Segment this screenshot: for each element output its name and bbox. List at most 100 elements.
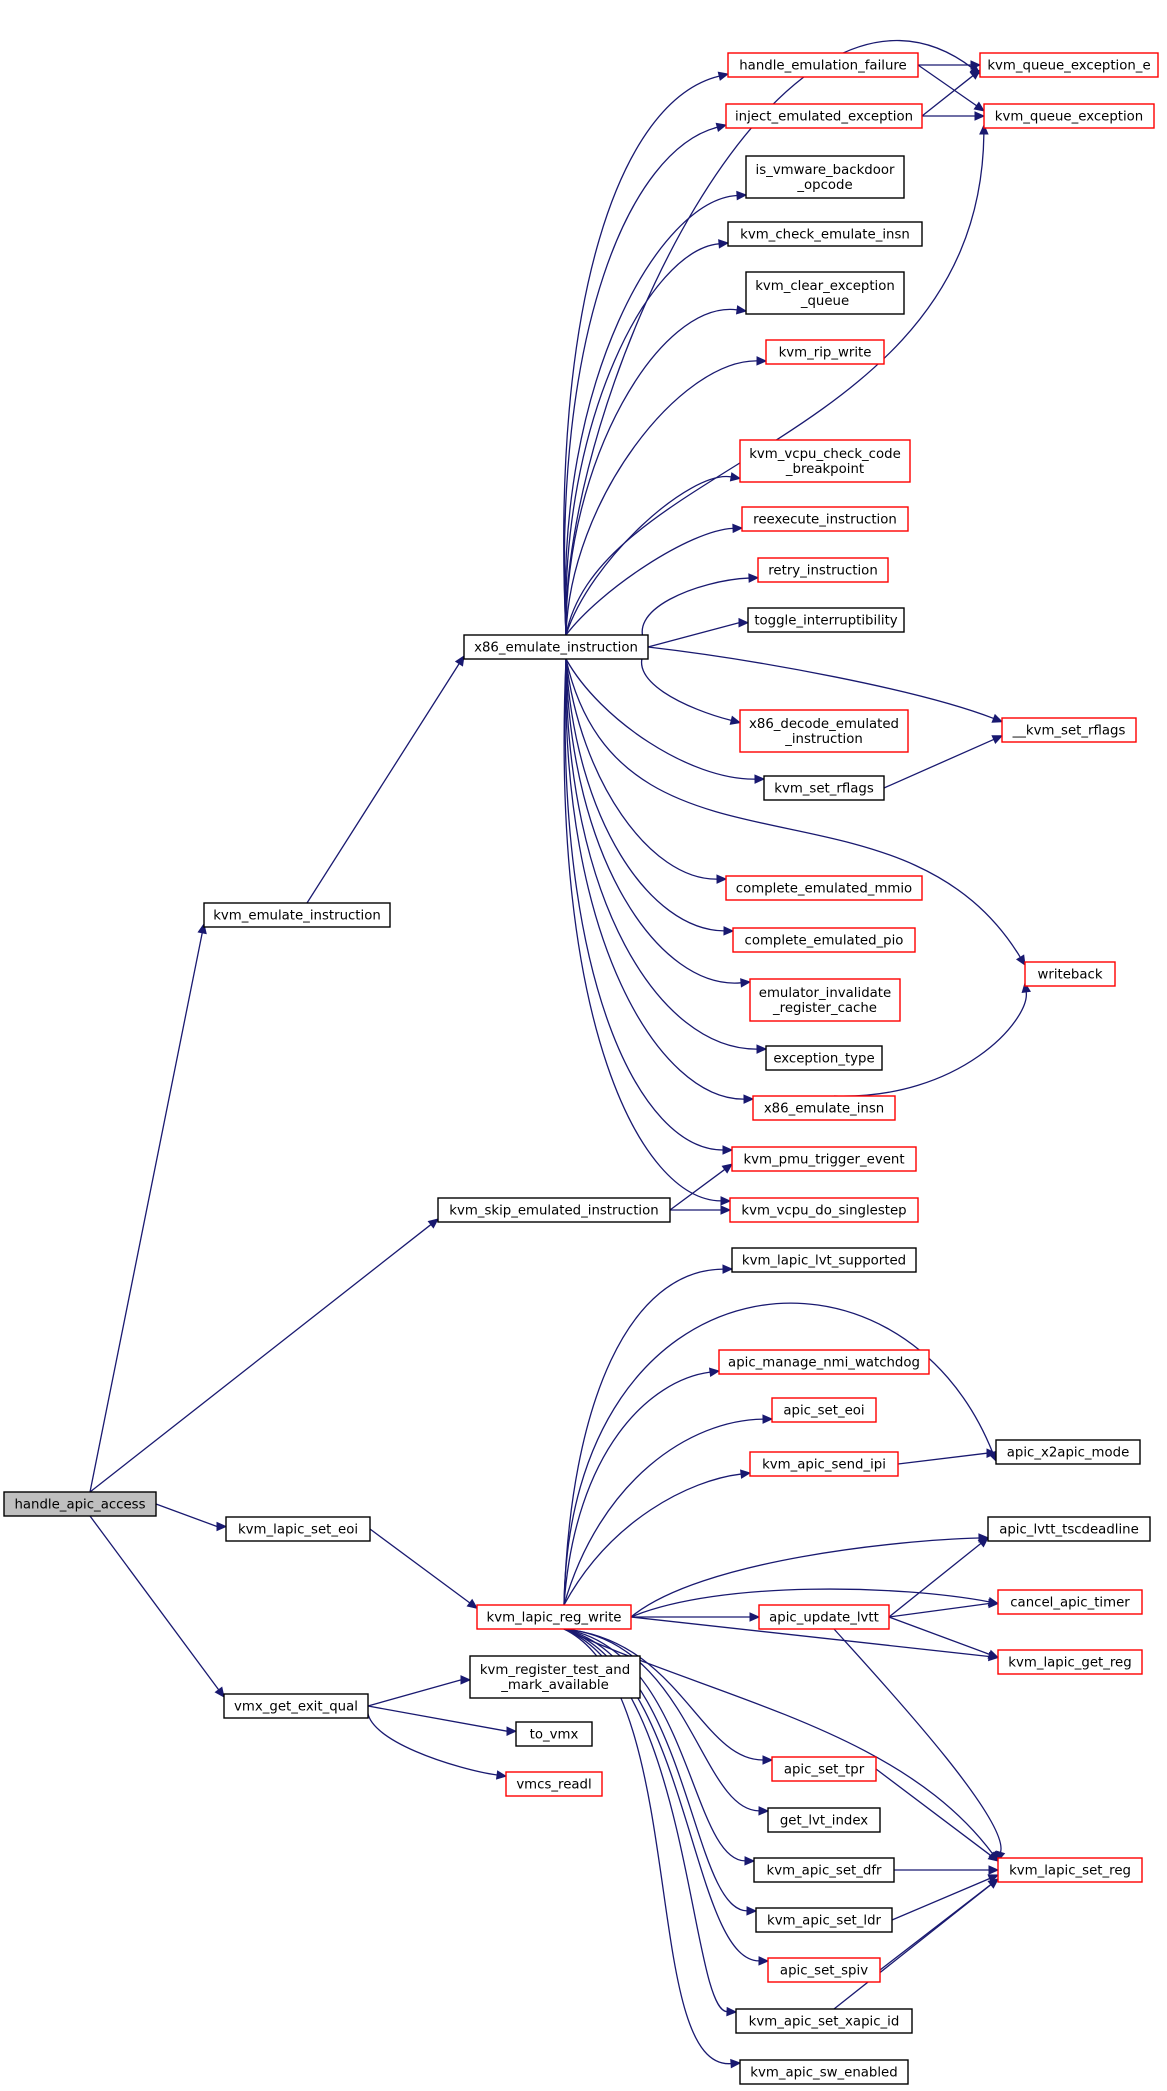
node-apic-set-spiv[interactable]: apic_set_spiv: [767, 1957, 881, 1983]
arrowhead-icon: [721, 1163, 733, 1174]
arrowhead-icon: [722, 1145, 734, 1155]
node-box: [739, 439, 911, 483]
node-retry-instruction[interactable]: retry_instruction: [757, 557, 889, 583]
node-kvm-vcpu-do-singlestep[interactable]: kvm_vcpu_do_singlestep: [729, 1197, 919, 1223]
node-label: kvm_lapic_set_eoi: [238, 1523, 358, 1538]
node-label: apic_x2apic_mode: [1007, 1446, 1130, 1461]
node-apic-update-lvtt[interactable]: apic_update_lvtt: [758, 1604, 890, 1630]
node-kvm-pmu-trigger-event[interactable]: kvm_pmu_trigger_event: [731, 1146, 917, 1172]
edge-x86ei-to-eirc: [565, 658, 752, 988]
arrowhead-icon: [986, 1448, 998, 1458]
node-kvm-register-test-and-mark-available: kvm_register_test_and_mark_available: [469, 1655, 641, 1699]
node-apic-set-eoi[interactable]: apic_set_eoi: [771, 1397, 877, 1423]
node-box: [757, 557, 889, 583]
edge-line: [630, 1616, 990, 1658]
node-box: [1024, 961, 1116, 987]
edge-line: [565, 658, 758, 1050]
node-box: [771, 1397, 877, 1423]
edge-x86ei-to-kqe: [565, 123, 989, 636]
node-apic-set-tpr[interactable]: apic_set_tpr: [771, 1756, 877, 1782]
edge-klrw-to-gli: [563, 1628, 770, 1816]
node-kvm-lapic-reg-write[interactable]: kvm_lapic_reg_write: [476, 1604, 632, 1630]
node-kvm-lapic-lvt-supported: kvm_lapic_lvt_supported: [731, 1247, 917, 1273]
edge-vgeq-to-krtma: [367, 1675, 472, 1707]
node-cancel-apic-timer[interactable]: cancel_apic_timer: [997, 1589, 1143, 1615]
node-handle-emulation-failure[interactable]: handle_emulation_failure: [727, 52, 919, 78]
node-writeback[interactable]: writeback: [1024, 961, 1116, 987]
node-label: x86_decode_emulated: [749, 717, 899, 732]
node-box: [771, 1756, 877, 1782]
edge-ast-to-klsr: [875, 1768, 999, 1862]
edge-kise-to-klrw: [369, 1528, 478, 1609]
node-box: [758, 1604, 890, 1630]
node-box: [1001, 717, 1137, 743]
node-toggle-interruptibility: toggle_interruptibility: [747, 607, 905, 633]
edge-line: [563, 1628, 760, 1812]
arrowhead-icon: [460, 1675, 472, 1685]
node-kvm-set-rflags[interactable]: __kvm_set_rflags: [1001, 717, 1137, 743]
arrowhead-icon: [214, 1686, 225, 1698]
node-emulator-invalidate-register-cache[interactable]: emulator_invalidate_register_cache: [749, 978, 901, 1022]
node-label: apic_set_tpr: [784, 1763, 865, 1778]
node-kvm-lapic-get-reg[interactable]: kvm_lapic_get_reg: [997, 1649, 1143, 1675]
node-box: [203, 902, 391, 928]
arrowhead-icon: [977, 1537, 989, 1548]
arrowhead-icon: [987, 1649, 1000, 1659]
node-box: [741, 506, 909, 532]
node-x86-emulate-insn[interactable]: x86_emulate_insn: [752, 1095, 896, 1121]
node-box: [731, 1146, 917, 1172]
arrowhead-icon: [762, 1755, 774, 1765]
node-kvm-queue-exception-e[interactable]: kvm_queue_exception_e: [979, 52, 1159, 78]
node-kvm-queue-exception[interactable]: kvm_queue_exception: [983, 103, 1155, 129]
node-label: get_lvt_index: [780, 1814, 868, 1829]
edge-line: [89, 932, 203, 1493]
node-vmx-get-exit-qual: vmx_get_exit_qual: [223, 1693, 369, 1719]
arrowhead-icon: [979, 123, 989, 135]
edge-aul-to-cat: [888, 1598, 1000, 1618]
node-label: kvm_rip_write: [779, 346, 872, 361]
node-kvm-lapic-set-reg[interactable]: kvm_lapic_set_reg: [997, 1857, 1143, 1883]
node-reexecute-instruction[interactable]: reexecute_instruction: [741, 506, 909, 532]
node-box: [987, 1516, 1151, 1542]
edge-line: [565, 527, 734, 636]
edge-line: [89, 1224, 432, 1493]
node-vmcs-readl[interactable]: vmcs_readl: [505, 1771, 603, 1797]
node-label: apic_set_spiv: [780, 1964, 868, 1979]
node-box: [718, 1349, 930, 1375]
edge-x86ei-to-kqee: [565, 39, 981, 636]
edge-line: [306, 663, 460, 904]
node-label: kvm_apic_sw_enabled: [750, 2066, 897, 2081]
edge-line: [563, 658, 722, 1202]
arrowhead-icon: [758, 1806, 770, 1816]
node-kvm-apic-send-ipi[interactable]: kvm_apic_send_ipi: [749, 1451, 899, 1477]
nodes-layer: handle_apic_accesskvm_emulate_instructio…: [3, 52, 1159, 2085]
edge-line: [565, 658, 756, 780]
node-kvm-rip-write[interactable]: kvm_rip_write: [765, 339, 885, 365]
edge-x86ei-to-x86insn: [565, 658, 755, 1104]
arrowhead-icon: [216, 1521, 228, 1532]
node-inject-emulated-exception[interactable]: inject_emulated_exception: [725, 103, 923, 129]
edge-x86ei-to-kvds: [563, 658, 732, 1206]
node-complete-emulated-mmio[interactable]: complete_emulated_mmio: [725, 875, 923, 901]
edge-aul-to-altd: [888, 1537, 989, 1618]
edge-line: [888, 1602, 990, 1618]
node-box: [753, 1857, 895, 1883]
node-x86-decode-emulated-instruction[interactable]: x86_decode_emulated_instruction: [739, 709, 909, 753]
edge-line: [875, 1768, 992, 1857]
node-label: kvm_lapic_reg_write: [487, 1611, 622, 1626]
edge-aul-to-klgr: [888, 1616, 1000, 1659]
arrowhead-icon: [988, 1865, 1000, 1875]
arrowhead-icon: [974, 111, 986, 121]
node-kvm-clear-exception-queue: kvm_clear_exception_queue: [745, 271, 905, 315]
node-box: [463, 634, 649, 660]
node-complete-emulated-pio[interactable]: complete_emulated_pio: [732, 927, 916, 953]
edge-line: [89, 1515, 220, 1691]
arrowhead-icon: [466, 1598, 478, 1609]
node-box: [739, 709, 909, 753]
node-apic-manage-nmi-watchdog[interactable]: apic_manage_nmi_watchdog: [718, 1349, 930, 1375]
node-label: handle_emulation_failure: [739, 59, 907, 74]
edge-ksei-to-kpte: [669, 1163, 733, 1211]
node-label: apic_manage_nmi_watchdog: [728, 1356, 920, 1371]
node-label: kvm_lapic_lvt_supported: [742, 1254, 906, 1269]
node-kvm-vcpu-check-code-breakpoint[interactable]: kvm_vcpu_check_code_breakpoint: [739, 439, 911, 483]
